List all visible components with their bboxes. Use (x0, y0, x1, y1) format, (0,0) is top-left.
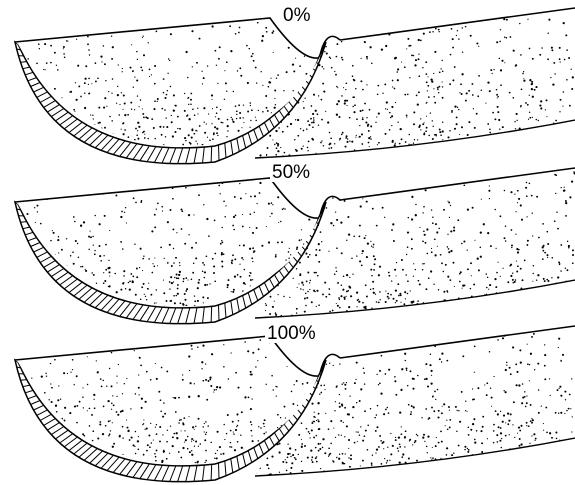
panel-label-0-percent: 0% (281, 6, 312, 25)
panel-1 (9, 159, 575, 326)
panel-label-100-percent: 100% (265, 324, 318, 343)
panel-label-50-percent: 50% (270, 163, 312, 182)
